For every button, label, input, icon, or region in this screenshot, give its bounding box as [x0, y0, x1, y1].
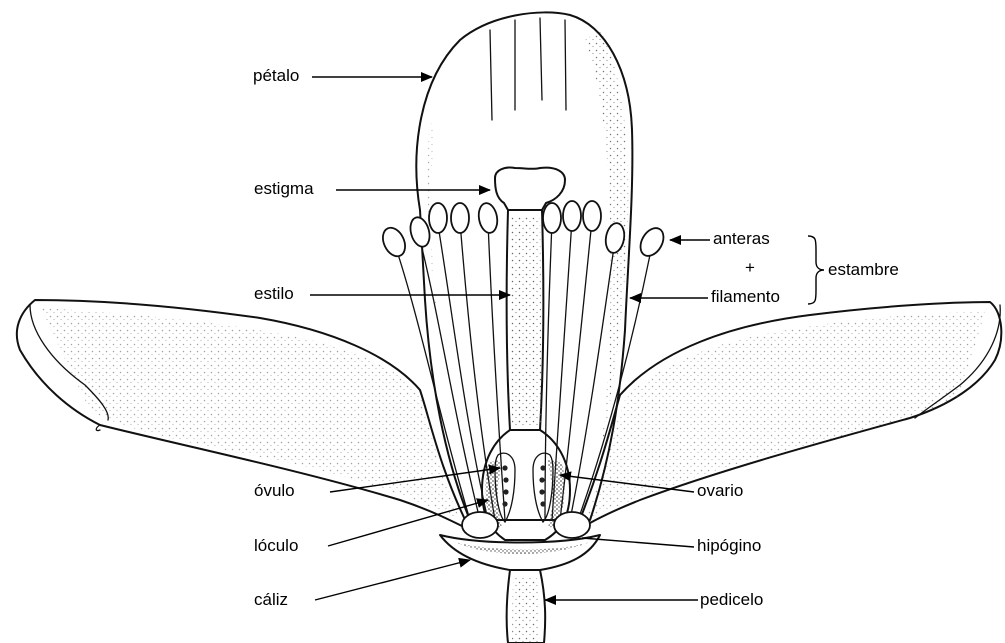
label-loculo: lóculo	[254, 536, 298, 556]
left-petal	[17, 300, 470, 530]
label-petalo: pétalo	[253, 66, 299, 86]
label-caliz: cáliz	[254, 590, 288, 610]
label-estambre: estambre	[828, 260, 899, 280]
pedicel	[507, 570, 546, 643]
label-filamento: filamento	[711, 287, 780, 307]
label-anteras: anteras	[713, 229, 770, 249]
estambre-brace	[808, 236, 824, 304]
label-ovario: ovario	[697, 481, 743, 501]
label-pedicelo: pedicelo	[700, 590, 763, 610]
right-petal	[575, 302, 1001, 532]
label-plus: +	[745, 258, 755, 278]
label-ovulo: óvulo	[254, 481, 295, 501]
label-estigma: estigma	[254, 179, 314, 199]
ovules	[502, 465, 545, 506]
label-hipogino: hipógino	[697, 536, 761, 556]
label-estilo: estilo	[254, 284, 294, 304]
